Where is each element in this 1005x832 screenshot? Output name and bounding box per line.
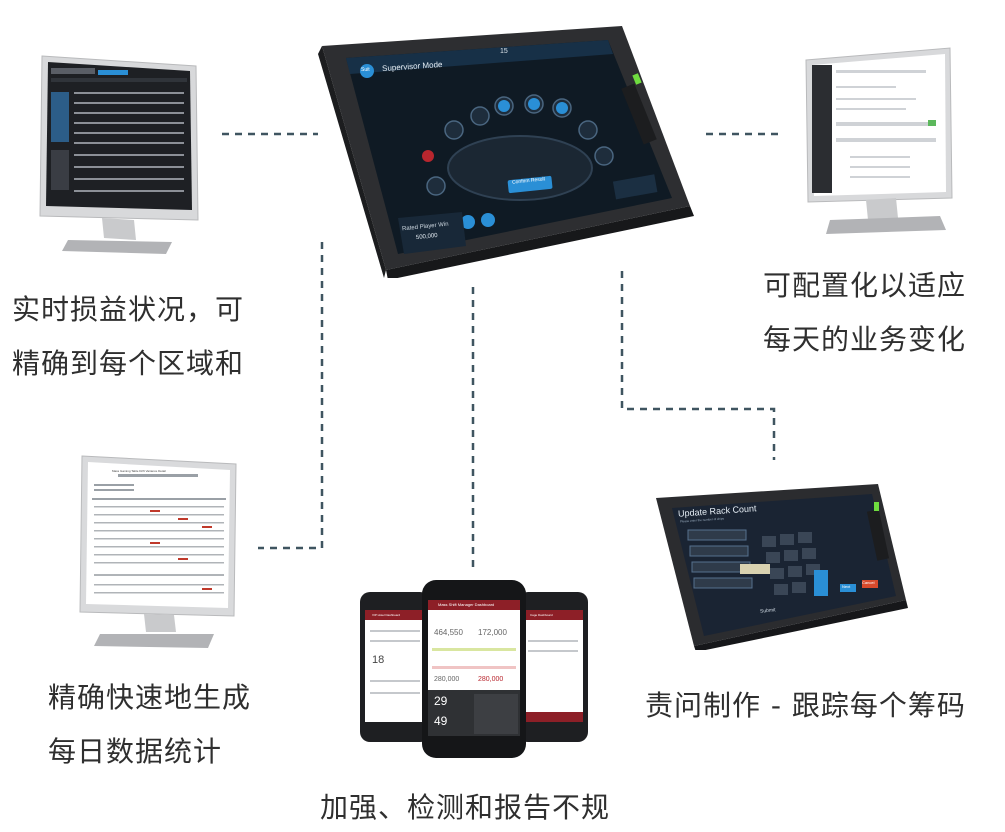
caption-config-line2: 每天的业务变化 [763, 323, 967, 356]
phone-center-val-2: 172,000 [478, 628, 507, 637]
logo-mark: Suit [361, 67, 370, 73]
caption-reports: 精确快速地生成 每日数据统计 [48, 674, 251, 776]
phone-center-count-1: 29 [434, 694, 448, 708]
phone-center-header: Mass Shift Manager Dashboard [438, 602, 495, 607]
caption-realtime: 实时损益状况，可 精确到每个区域和 [12, 286, 244, 388]
report-title: Mass Gaming Table Drift Variance Detail [112, 469, 166, 473]
monitor-config [800, 46, 970, 236]
phone-center-count-2: 49 [434, 714, 448, 728]
caption-realtime-line1: 实时损益状况，可 [12, 293, 245, 326]
monitor-realtime [38, 54, 208, 254]
tablet-supervisor: Supervisor Mode Suit 15 Confirm Result R… [312, 18, 702, 278]
phone-center-val-3: 280,000 [434, 676, 460, 683]
phones-group: VIP Hotel Dashboard 18 Mass Shift Manage… [358, 580, 590, 760]
caption-config: 可配置化以适应 每天的业务变化 [763, 262, 966, 364]
connector-rack [620, 271, 776, 460]
time-readout: 15 [500, 48, 508, 55]
connector-report [258, 242, 324, 550]
caption-accountability: 责问制作 - 跟踪每个筹码 [645, 689, 966, 722]
phone-left-count: 18 [372, 654, 385, 666]
phone-left-header: VIP Hotel Dashboard [372, 613, 401, 617]
phone-center-val-4: 280,000 [478, 676, 504, 683]
rack-cancel-button[interactable]: Cancel [862, 580, 875, 585]
tablet-rack-count: Update Rack Count Please enter the numbe… [650, 480, 910, 650]
monitor-report: Mass Gaming Table Drift Variance Detail [78, 452, 240, 650]
caption-reports-line1: 精确快速地生成 [48, 681, 252, 714]
caption-realtime-line2: 精确到每个区域和 [12, 347, 245, 380]
phone-right-header: Cage Dashboard [530, 613, 553, 617]
caption-detect: 加强、检测和报告不规 [320, 791, 611, 824]
phone-center-val-1: 464,550 [434, 628, 463, 637]
caption-config-line1: 可配置化以适应 [763, 269, 967, 302]
rack-next-button[interactable]: Next [842, 584, 851, 589]
caption-reports-line2: 每日数据统计 [48, 735, 223, 768]
